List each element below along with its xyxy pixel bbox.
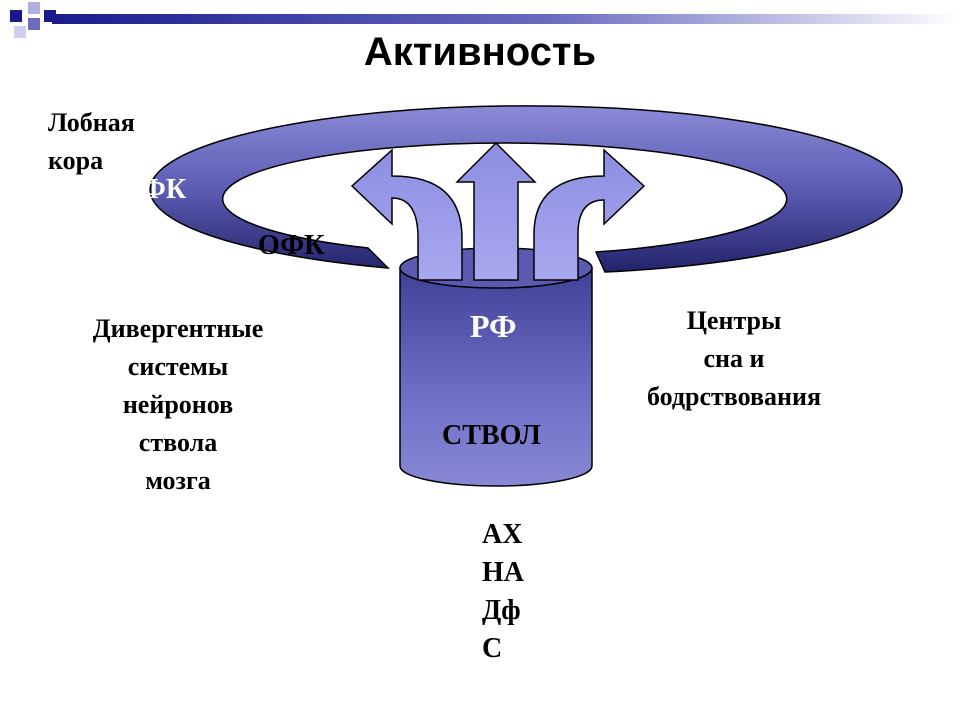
mediator-item: АХ <box>482 519 523 550</box>
right-arrow-icon <box>533 148 646 281</box>
mediator-item: НА <box>482 557 524 588</box>
up-arrow-icon <box>455 141 537 281</box>
sleep-wake-centers-label: Центры сна и бодрствования <box>646 306 822 411</box>
slide-title: Активность <box>363 30 597 74</box>
decor-square <box>10 10 22 22</box>
mediators-list: АХ НА Дф С <box>482 516 524 668</box>
header-decoration <box>10 2 960 38</box>
mediator-item: С <box>482 633 503 664</box>
divergent-systems-label: Дивергентные системы нейронов ствола моз… <box>92 314 264 495</box>
cortex-ring <box>149 105 903 273</box>
ofk-label: ОФК <box>258 230 325 261</box>
mediator-item: Дф <box>482 595 521 626</box>
left-arrow-icon <box>350 148 463 281</box>
frontal-cortex-label: Лобная кора <box>48 108 135 175</box>
rf-label: РФ <box>470 308 517 344</box>
pfk-label: ПФК <box>120 174 187 205</box>
stem-label: СТВОЛ <box>442 420 541 451</box>
